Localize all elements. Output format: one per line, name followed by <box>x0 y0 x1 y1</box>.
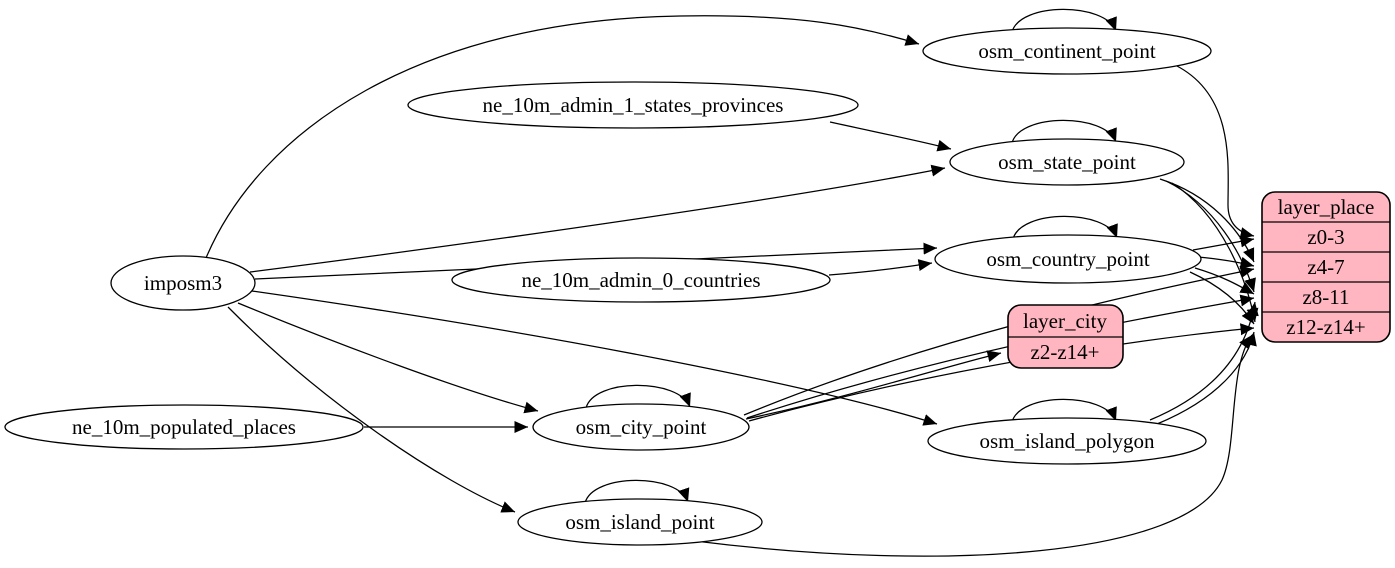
edge-imposm3-osm_continent_point <box>205 15 920 259</box>
imposm3-label: imposm3 <box>144 271 222 295</box>
edge-imposm3-osm_island_polygon <box>251 290 938 426</box>
ne_10m_populated_places-label: ne_10m_populated_places <box>72 415 296 439</box>
edge-osm_country_point-layer_place-z0-3 <box>1192 235 1255 251</box>
osm_city_point-ellipse <box>532 403 750 451</box>
node-osm_country_point: osm_country_point <box>934 234 1202 284</box>
self-loop-osm_island_polygon <box>1011 398 1117 423</box>
osm_island_point-label: osm_island_point <box>565 510 715 534</box>
node-osm_continent_point: osm_continent_point <box>922 27 1212 75</box>
self-loop-osm_island_point <box>584 479 690 504</box>
self-loop-osm_city_point <box>585 384 691 409</box>
ne_10m_populated_places-ellipse <box>4 404 364 450</box>
edge-osm_country_point-layer_place-z4-7 <box>1197 256 1255 269</box>
ne_10m_admin_1_states_provinces-ellipse <box>407 81 859 129</box>
osm_country_point-ellipse <box>934 234 1202 284</box>
osm_city_point-label: osm_city_point <box>576 415 707 439</box>
edge-ne_10m_admin_1_states_provinces-osm_state_point <box>829 121 952 152</box>
node-ne_10m_populated_places: ne_10m_populated_places <box>4 404 364 450</box>
layer_place-row-z8-11: z8-11 <box>1302 285 1349 309</box>
node-imposm3: imposm3 <box>110 255 256 311</box>
osm_continent_point-ellipse <box>922 27 1212 75</box>
edge-osm_country_point-layer_place-z8-11 <box>1194 267 1255 295</box>
layer_place-row-z12-z14: z12-z14+ <box>1286 315 1365 339</box>
edge-osm_country_point-layer_place-z12-z14 <box>1189 271 1255 325</box>
ne_10m_admin_1_states_provinces-label: ne_10m_admin_1_states_provinces <box>483 93 784 117</box>
osm_island_polygon-ellipse <box>927 417 1207 465</box>
edge-osm_state_point-layer_place-z8-11 <box>1165 180 1256 293</box>
self-loop-osm_continent_point <box>1011 8 1117 33</box>
edge-osm_island_point-layer_place-z12-z14 <box>694 334 1253 557</box>
osm_country_point-label: osm_country_point <box>986 247 1149 271</box>
node-ne_10m_admin_1_states_provinces: ne_10m_admin_1_states_provinces <box>407 81 859 129</box>
node-osm_state_point: osm_state_point <box>949 138 1185 186</box>
osm_island_polygon-label: osm_island_polygon <box>979 429 1155 453</box>
edge-osm_island_polygon-layer_place-z8-11 <box>1149 301 1259 421</box>
edge-osm_continent_point-layer_place-z0-3 <box>1174 64 1255 240</box>
osm_continent_point-label: osm_continent_point <box>978 39 1155 63</box>
node-osm_island_point: osm_island_point <box>517 498 763 546</box>
layer_place-row-z4-7: z4-7 <box>1307 255 1344 279</box>
self-loop-osm_country_point <box>1012 215 1118 240</box>
edge-imposm3-osm_state_point <box>249 164 946 273</box>
node-layer_place: layer_place z0-3 z4-7 z8-11 z12-z14+ <box>1261 191 1391 343</box>
edge-imposm3-osm_island_point <box>227 306 516 513</box>
osm_state_point-label: osm_state_point <box>998 150 1136 174</box>
osm_state_point-ellipse <box>949 138 1185 186</box>
layer_place-title: layer_place <box>1278 195 1375 219</box>
edge-osm_city_point-layer_place-z8-11 <box>746 294 1255 419</box>
ne_10m_admin_0_countries-ellipse <box>451 257 831 303</box>
node-osm_city_point: osm_city_point <box>532 403 750 451</box>
osm_island_point-ellipse <box>517 498 763 546</box>
edge-osm_city_point-layer_city-z2-z14 <box>745 350 1002 420</box>
edge-imposm3-osm_city_point <box>237 302 539 414</box>
node-layer_city: layer_city z2-z14+ <box>1007 304 1124 369</box>
edge-ne_10m_admin_0_countries-osm_country_point <box>828 259 933 276</box>
layer_city-title: layer_city <box>1023 309 1107 333</box>
ne_10m_admin_0_countries-label: ne_10m_admin_0_countries <box>521 268 760 292</box>
edge-osm_city_point-layer_place-z12-z14 <box>748 323 1255 422</box>
node-osm_island_polygon: osm_island_polygon <box>927 417 1207 465</box>
layer_place-row-z0-3: z0-3 <box>1307 225 1344 249</box>
layer_city-row-z2-z14: z2-z14+ <box>1031 340 1100 364</box>
imposm3-ellipse <box>110 255 256 311</box>
self-loop-osm_state_point <box>1011 119 1117 144</box>
node-ne_10m_admin_0_countries: ne_10m_admin_0_countries <box>451 257 831 303</box>
layer_place-box <box>1261 191 1391 343</box>
